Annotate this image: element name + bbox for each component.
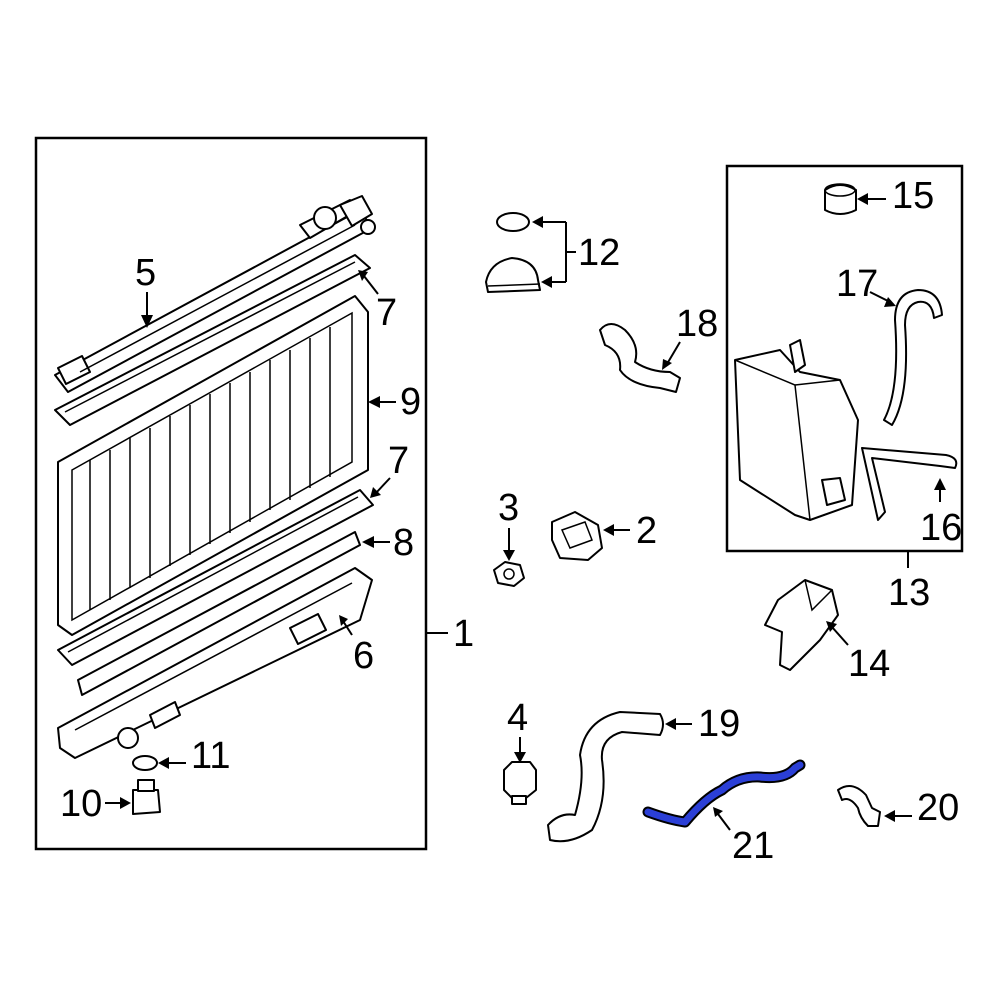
svg-text:18: 18 bbox=[676, 303, 718, 345]
callout-21: 21 bbox=[713, 807, 774, 867]
svg-text:16: 16 bbox=[920, 507, 962, 549]
part-14-bracket[interactable] bbox=[764, 579, 839, 671]
callout-1: 1 bbox=[426, 613, 474, 655]
part-7-lower-gasket[interactable] bbox=[57, 489, 374, 666]
part-15-reservoir-cap[interactable] bbox=[824, 183, 857, 215]
callout-10: 10 bbox=[60, 783, 131, 825]
reservoir-tank[interactable] bbox=[734, 339, 859, 521]
callout-8: 8 bbox=[362, 522, 414, 564]
svg-text:9: 9 bbox=[400, 381, 421, 423]
svg-text:17: 17 bbox=[836, 263, 878, 305]
svg-text:14: 14 bbox=[848, 643, 890, 685]
svg-text:13: 13 bbox=[888, 572, 930, 614]
callout-15: 15 bbox=[857, 175, 934, 217]
svg-text:11: 11 bbox=[191, 735, 230, 777]
part-9-radiator-core[interactable] bbox=[57, 295, 369, 636]
part-4-fitting[interactable] bbox=[503, 761, 537, 805]
part-16-reservoir-hose[interactable] bbox=[861, 447, 958, 521]
callout-11: 11 bbox=[158, 735, 230, 777]
callout-7-lower: 7 bbox=[370, 440, 409, 498]
svg-text:5: 5 bbox=[135, 252, 156, 294]
svg-text:19: 19 bbox=[698, 703, 740, 745]
part-21-bypass-hose-highlighted[interactable] bbox=[642, 759, 806, 828]
callout-17: 17 bbox=[836, 263, 896, 307]
callout-14: 14 bbox=[826, 621, 890, 685]
svg-text:10: 10 bbox=[60, 783, 102, 825]
part-7-upper-gasket[interactable] bbox=[54, 254, 371, 426]
svg-text:7: 7 bbox=[388, 440, 409, 482]
callout-5: 5 bbox=[135, 252, 156, 328]
svg-text:4: 4 bbox=[507, 697, 528, 739]
part-19-lower-hose[interactable] bbox=[547, 711, 664, 843]
svg-text:15: 15 bbox=[892, 175, 934, 217]
callout-9: 9 bbox=[368, 381, 421, 423]
part-17-overflow-hose[interactable] bbox=[883, 289, 943, 426]
svg-text:12: 12 bbox=[578, 232, 620, 274]
part-11-o-ring[interactable] bbox=[132, 755, 158, 771]
svg-text:3: 3 bbox=[498, 487, 519, 529]
svg-text:20: 20 bbox=[917, 787, 959, 829]
callout-18: 18 bbox=[662, 303, 718, 370]
callout-6: 6 bbox=[339, 615, 374, 677]
callout-13: 13 bbox=[888, 551, 930, 614]
svg-text:6: 6 bbox=[353, 635, 374, 677]
part-10-drain-plug[interactable] bbox=[132, 779, 161, 815]
callout-4: 4 bbox=[507, 697, 528, 763]
callout-20: 20 bbox=[884, 787, 959, 829]
svg-text:1: 1 bbox=[453, 613, 474, 655]
svg-text:21: 21 bbox=[732, 825, 774, 867]
callout-3: 3 bbox=[498, 487, 519, 561]
callout-7-upper: 7 bbox=[358, 270, 397, 334]
part-8-seal[interactable] bbox=[77, 531, 361, 696]
part-20-small-hose[interactable] bbox=[837, 785, 881, 827]
radiator-assembly-frame bbox=[34, 136, 428, 851]
part-6-lower-tank[interactable] bbox=[57, 567, 373, 759]
callout-2: 2 bbox=[603, 510, 657, 552]
reservoir-assembly-frame bbox=[725, 164, 964, 553]
part-18-hose[interactable] bbox=[599, 323, 681, 393]
part-2-clip[interactable] bbox=[551, 511, 603, 561]
callout-16: 16 bbox=[920, 478, 962, 549]
svg-text:8: 8 bbox=[393, 522, 414, 564]
part-5-upper-tank[interactable] bbox=[54, 195, 376, 393]
callout-19: 19 bbox=[665, 703, 740, 745]
part-3-nut[interactable] bbox=[493, 561, 525, 587]
svg-text:7: 7 bbox=[376, 292, 397, 334]
part-12-radiator-cap[interactable] bbox=[485, 212, 541, 293]
svg-text:2: 2 bbox=[636, 510, 657, 552]
callout-12: 12 bbox=[532, 216, 620, 288]
